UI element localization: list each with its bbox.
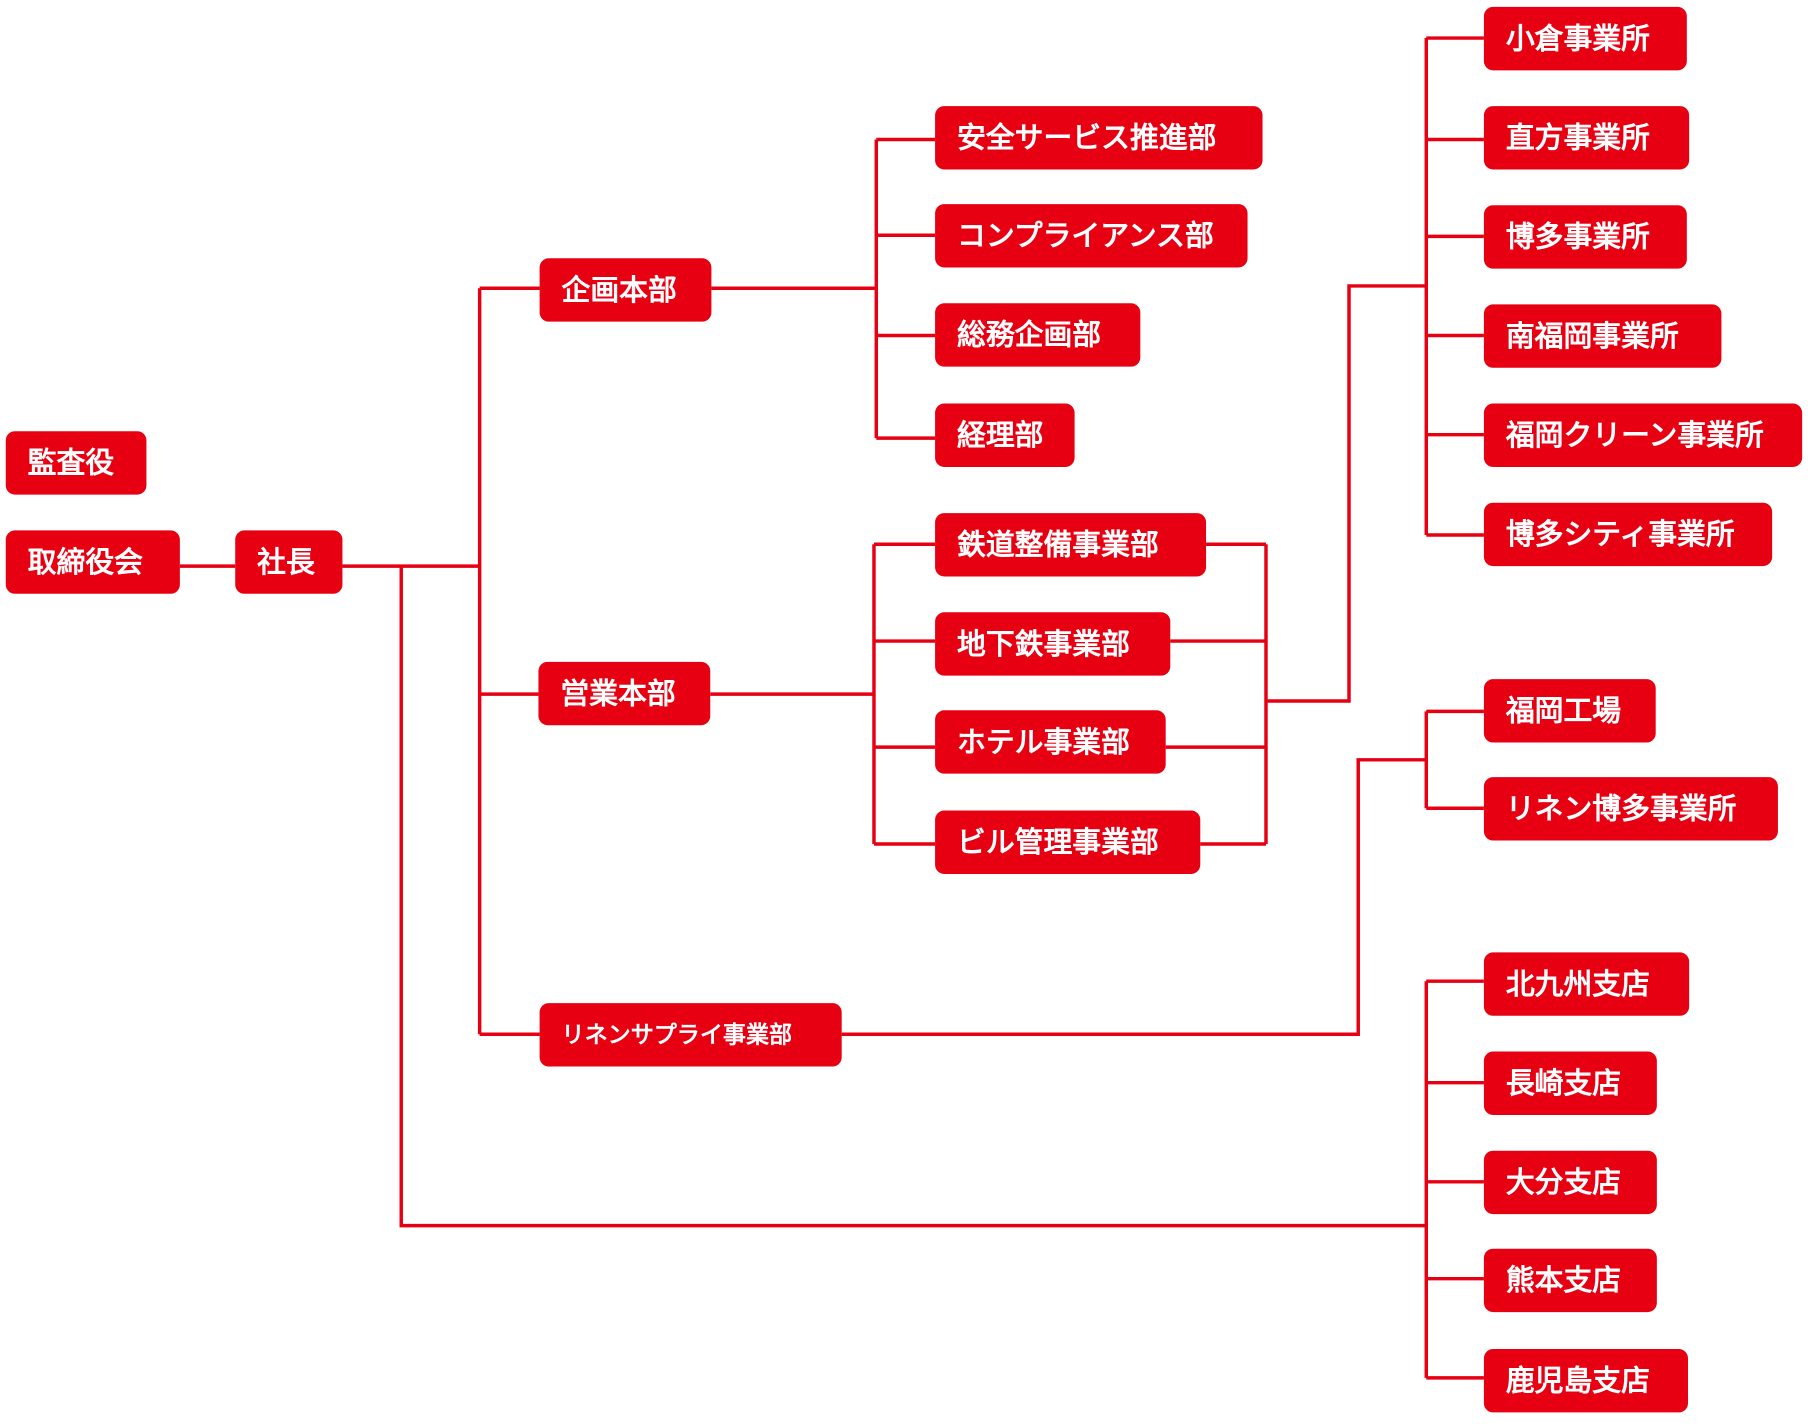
accounting-dept-box: 経理部: [935, 403, 1075, 467]
linen-hakata-office-box: リネン博多事業所: [1483, 777, 1778, 841]
fukuoka-clean-office-box: 福岡クリーン事業所: [1483, 403, 1803, 467]
president-box: 社長: [235, 530, 343, 594]
planning-hq-box: 企画本部: [539, 258, 712, 322]
nagasaki-branch-box: 長崎支店: [1483, 1051, 1657, 1115]
nogata-office-box: 直方事業所: [1483, 106, 1690, 170]
hakata-office-box: 博多事業所: [1483, 205, 1687, 269]
railway-maintenance-division-box: 鉄道整備事業部: [935, 513, 1207, 577]
kagoshima-branch-box: 鹿児島支店: [1483, 1349, 1688, 1413]
kitakyushu-branch-box: 北九州支店: [1483, 952, 1690, 1016]
oita-branch-box: 大分支店: [1483, 1150, 1657, 1215]
compliance-dept-box: コンプライアンス部: [935, 204, 1248, 268]
hotel-division-box: ホテル事業部: [935, 710, 1166, 774]
sales-hq-box: 営業本部: [538, 661, 711, 726]
board-of-directors-box: 取締役会: [5, 530, 180, 594]
kumamoto-branch-box: 熊本支店: [1483, 1248, 1657, 1313]
general-affairs-dept-box: 総務企画部: [935, 303, 1141, 367]
kokura-office-box: 小倉事業所: [1483, 6, 1687, 71]
safety-service-dept-box: 安全サービス推進部: [935, 106, 1263, 170]
building-management-division-box: ビル管理事業部: [935, 810, 1201, 874]
auditor-box: 監査役: [5, 431, 147, 495]
fukuoka-factory-box: 福岡工場: [1483, 679, 1656, 743]
linen-supply-division-box: リネンサプライ事業部: [539, 1003, 842, 1067]
subway-division-box: 地下鉄事業部: [935, 612, 1171, 676]
minami-fukuoka-office-box: 南福岡事業所: [1483, 304, 1722, 368]
hakata-city-office-box: 博多シティ事業所: [1483, 502, 1773, 567]
